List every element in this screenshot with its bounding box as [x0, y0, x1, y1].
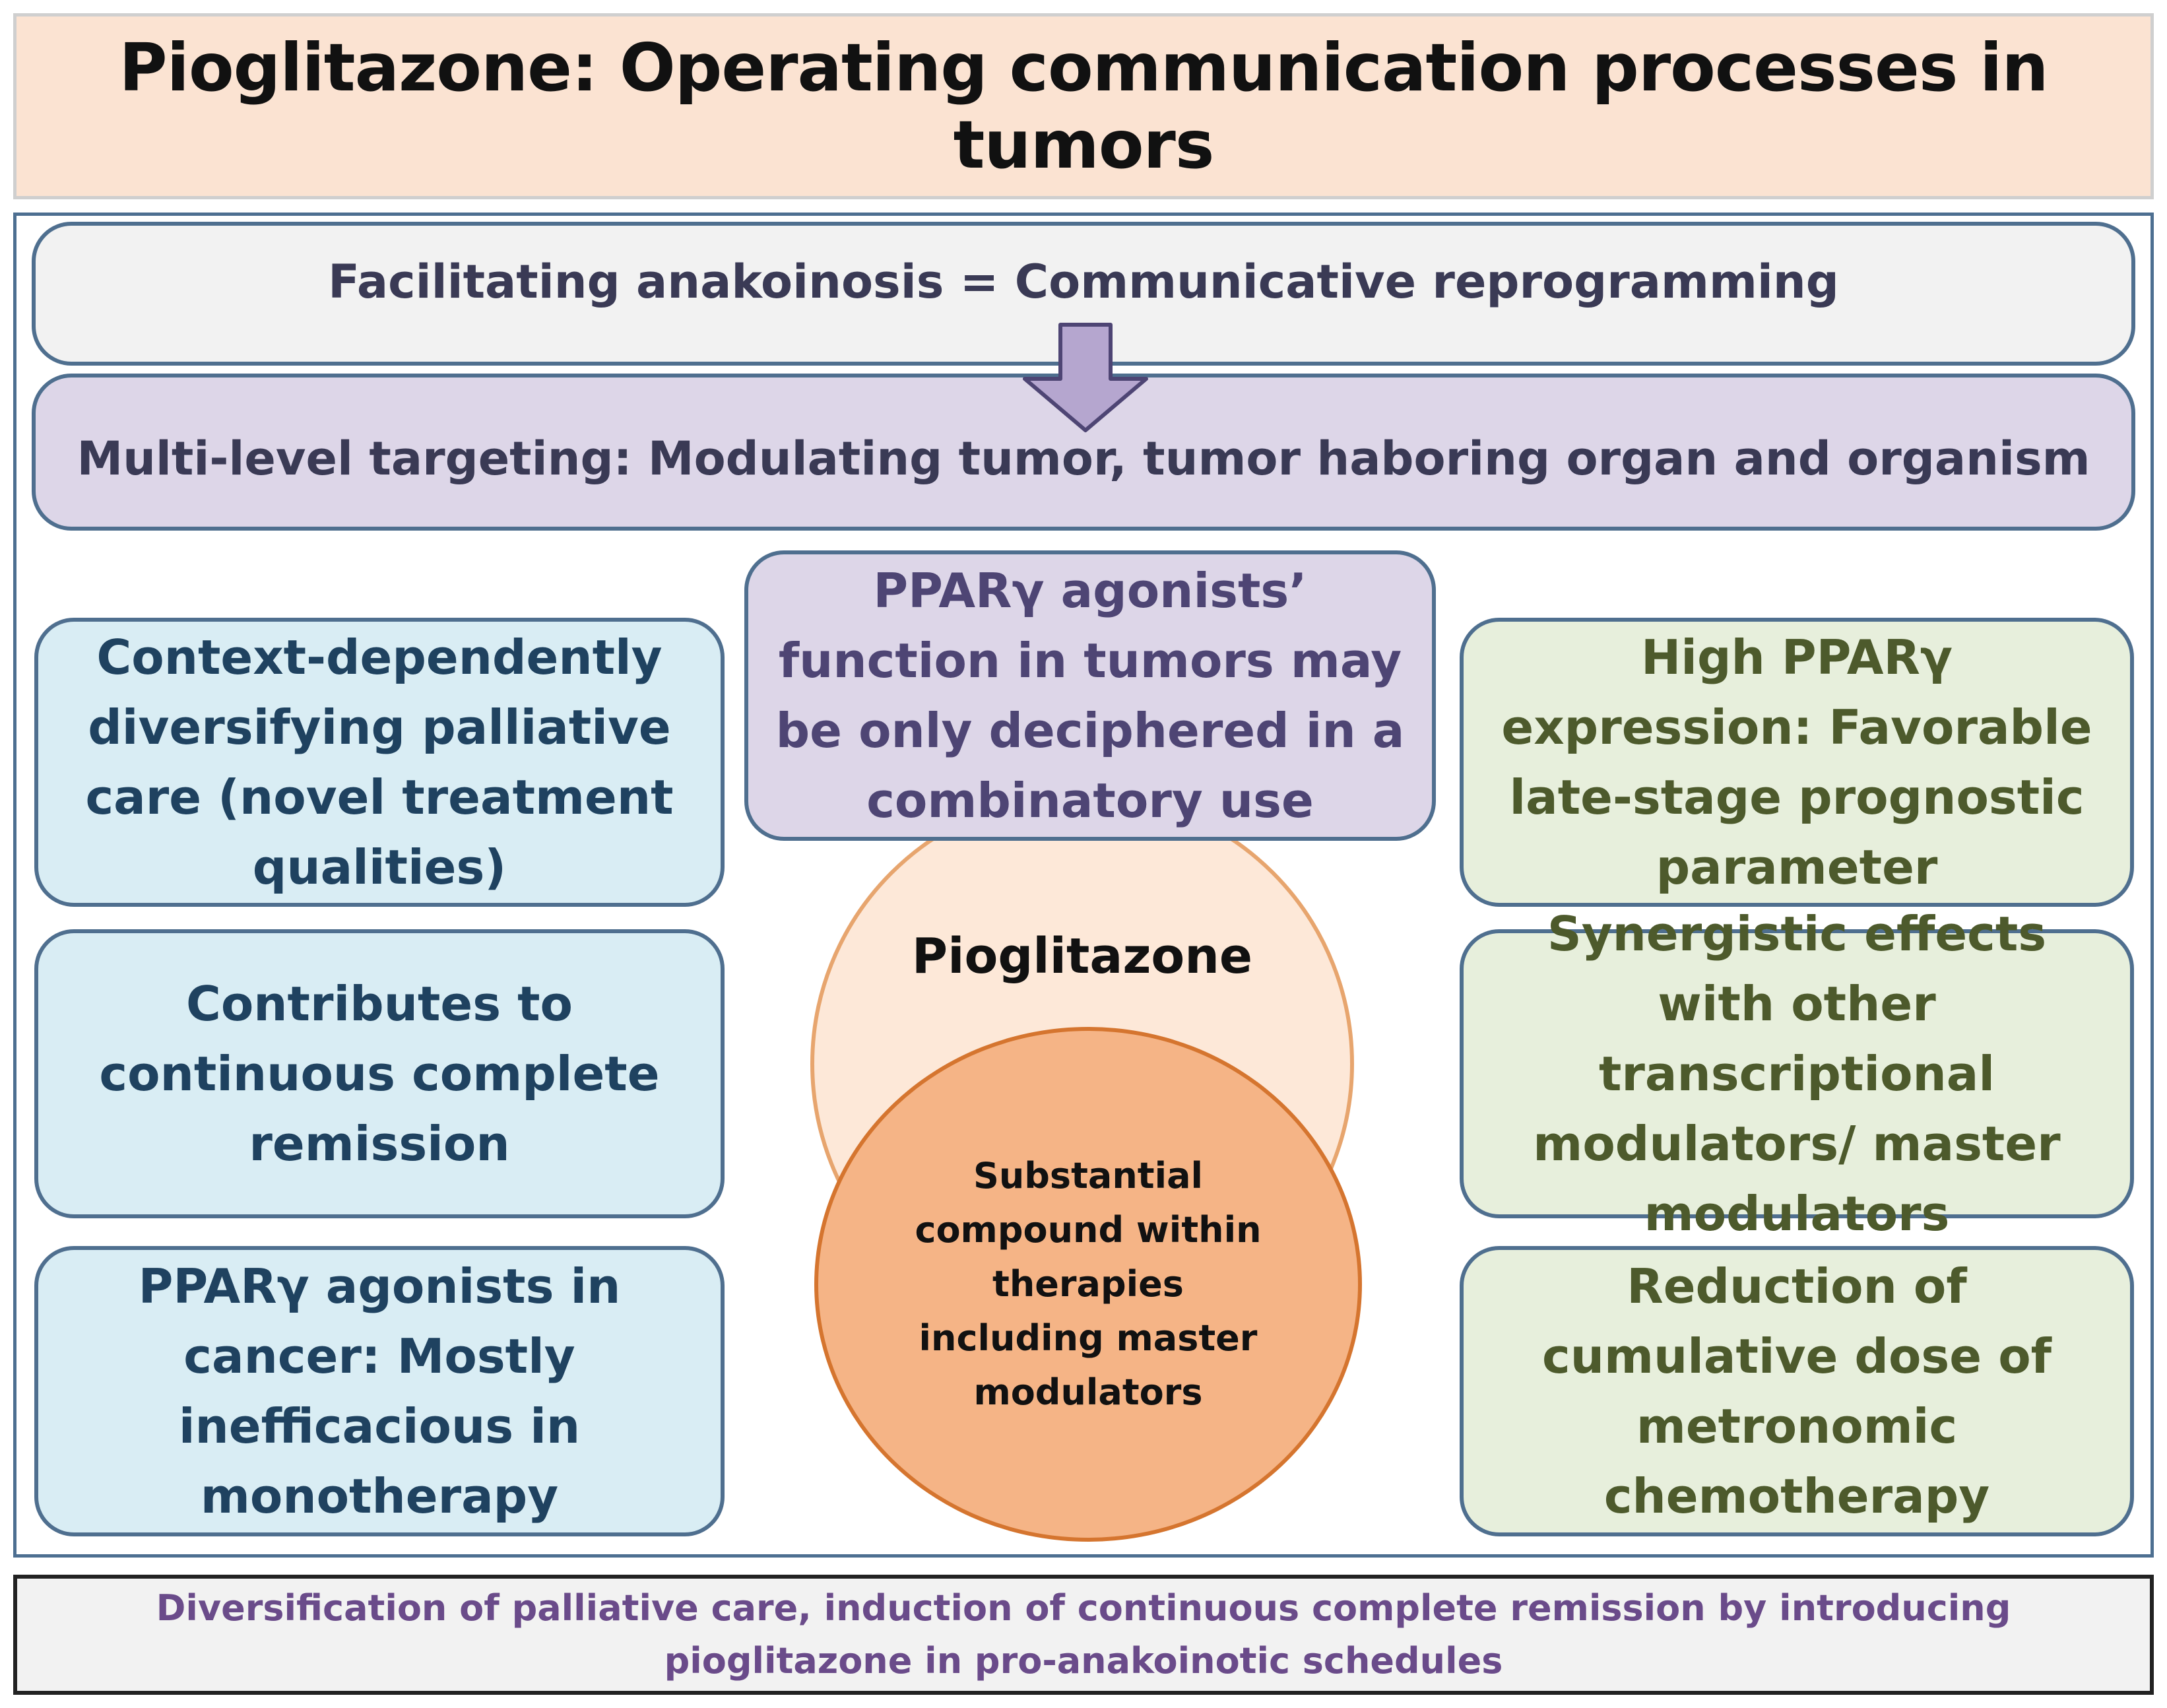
- left-box-palliative-care: Context-dependently diversifying palliat…: [34, 618, 725, 907]
- footer-summary: Diversification of palliative care, indu…: [13, 1575, 2154, 1695]
- left-box-text: PPARγ agonists in cancer: Mostly ineffic…: [138, 1259, 621, 1524]
- pioglitazone-label: Pioglitazone: [911, 928, 1253, 985]
- right-box-text: Reduction of cumulative dose of metronom…: [1542, 1259, 2052, 1524]
- substantial-compound-label: Substantial compound within therapies in…: [915, 1155, 1262, 1413]
- center-function-box: PPARγ agonists’ function in tumors may b…: [744, 550, 1436, 841]
- multi-level-band-text: Multi-level targeting: Modulating tumor,…: [77, 432, 2090, 486]
- center-function-text: PPARγ agonists’ function in tumors may b…: [775, 563, 1405, 828]
- left-box-text: Contributes to continuous complete remis…: [99, 976, 660, 1171]
- left-box-remission: Contributes to continuous complete remis…: [34, 929, 725, 1218]
- right-box-synergistic: Synergistic effects with other transcrip…: [1460, 906, 2134, 1241]
- left-box-text: Context-dependently diversifying palliat…: [85, 630, 674, 895]
- right-box-chemotherapy: Reduction of cumulative dose of metronom…: [1460, 1246, 2134, 1536]
- down-arrow-icon: [1023, 323, 1148, 432]
- title-banner: Pioglitazone: Operating communication pr…: [13, 13, 2154, 199]
- right-box-expression: High PPARγ expression: Favorable late-st…: [1460, 618, 2134, 907]
- top-band-text: Facilitating anakoinosis = Communicative…: [328, 255, 1839, 309]
- substantial-compound-circle: Substantial compound within therapies in…: [814, 1027, 1362, 1542]
- left-box-monotherapy: PPARγ agonists in cancer: Mostly ineffic…: [34, 1246, 725, 1536]
- right-box-text: Synergistic effects with other transcrip…: [1533, 906, 2061, 1241]
- footer-text: Diversification of palliative care, indu…: [156, 1587, 2011, 1682]
- right-box-text: High PPARγ expression: Favorable late-st…: [1501, 630, 2092, 895]
- diagram-title: Pioglitazone: Operating communication pr…: [119, 29, 2048, 183]
